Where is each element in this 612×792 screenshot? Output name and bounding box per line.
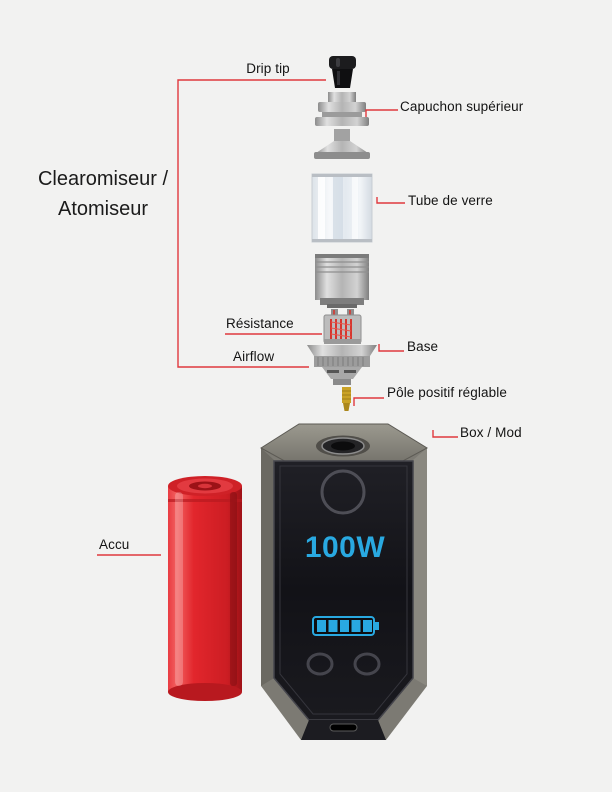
label-resistance: Résistance bbox=[226, 316, 294, 331]
leader-box-mod bbox=[432, 430, 458, 438]
adjust-button-right bbox=[353, 652, 381, 676]
label-tube-de-verre: Tube de verre bbox=[408, 193, 493, 208]
top-cap-part bbox=[314, 92, 370, 159]
fire-button bbox=[320, 469, 366, 515]
group-label-clearomiseur: Clearomiseur / Atomiseur bbox=[24, 164, 182, 224]
label-capuchon-superieur: Capuchon supérieur bbox=[400, 99, 524, 114]
label-drip-tip: Drip tip bbox=[246, 61, 290, 76]
battery-indicator bbox=[312, 616, 379, 636]
adjust-button-left bbox=[306, 652, 334, 676]
label-airflow: Airflow bbox=[233, 349, 275, 364]
box-mod-part: 100W bbox=[260, 423, 429, 740]
leader-base bbox=[378, 344, 404, 352]
positive-pole-part bbox=[342, 387, 351, 411]
glass-tube-part bbox=[311, 173, 373, 243]
leader-tube-verre bbox=[376, 197, 405, 204]
base-part bbox=[307, 345, 377, 385]
leader-capuchon bbox=[365, 109, 398, 117]
atomizer-tube-part bbox=[315, 254, 369, 308]
drip-tip-part bbox=[329, 56, 356, 88]
wattage-text: 100W bbox=[305, 531, 386, 564]
leader-pole-positif bbox=[353, 397, 384, 406]
group-label-line1: Clearomiseur / bbox=[37, 168, 169, 190]
leader-bracket-clearomiseur bbox=[177, 79, 326, 368]
leader-lines bbox=[97, 79, 458, 556]
label-accu: Accu bbox=[99, 537, 130, 552]
label-base: Base bbox=[407, 339, 439, 354]
label-pole-positif: Pôle positif réglable bbox=[387, 385, 507, 400]
battery-part bbox=[168, 476, 242, 701]
usb-port bbox=[329, 723, 358, 732]
label-box-mod: Box / Mod bbox=[460, 425, 522, 440]
coil-part bbox=[323, 309, 362, 344]
group-label-line2: Atomiseur bbox=[57, 198, 149, 220]
